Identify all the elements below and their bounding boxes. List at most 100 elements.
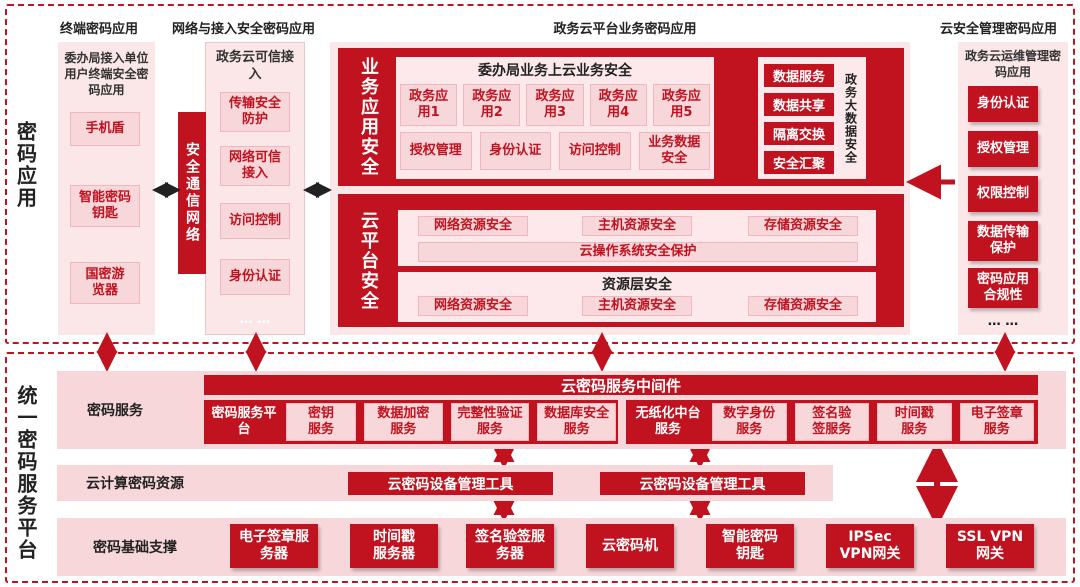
platform-header: 政务云平台业务密码应用 — [553, 22, 697, 37]
bigdata-item: 隔离交换 — [764, 122, 834, 145]
device-mgmt-tool: 云密码设备管理工具 — [600, 472, 805, 495]
resource-layer-title: 资源层安全 — [602, 277, 672, 293]
biz-security-side-label: 业务应用安全 — [358, 57, 379, 177]
cloud-security-side-label: 云平台安全 — [358, 210, 379, 311]
secure-channel-bar: 安全通信网络 — [178, 112, 206, 274]
mgmt-item: 数据传输保护 — [968, 221, 1038, 261]
service-item-label: 数字身份服务 — [723, 406, 776, 437]
support-item: SSL VPN网关 — [946, 524, 1034, 568]
support-item: 智能密码钥匙 — [706, 524, 794, 568]
mgmt-item: 身份认证 — [968, 86, 1038, 122]
network-title-text: 政务云可信接入 — [215, 50, 294, 82]
support-item-label: 云密码机 — [602, 538, 658, 554]
service-item: 数据加密服务 — [364, 403, 443, 441]
support-item-label: 智能密码钥匙 — [722, 529, 778, 562]
terminal-item: 国密游览器 — [70, 262, 140, 304]
biz-item-label: 访问控制 — [568, 143, 621, 158]
network-item: 访问控制 — [220, 203, 290, 239]
service-item-label: 电子签章服务 — [970, 406, 1023, 437]
network-item: 传输安全防护 — [220, 92, 290, 132]
crypto-application-side-label: 密码应用 — [12, 100, 40, 230]
terminal-item-label: 智能密码钥匙 — [79, 190, 132, 221]
support-item: 签名验签服务器 — [466, 524, 554, 568]
crypto-resource-label: 云计算密码资源 — [86, 476, 184, 492]
cloud-resource-item: 存储资源安全 — [748, 216, 858, 236]
resource-layer-item: 存储资源安全 — [748, 296, 858, 316]
crypto-support-label: 密码基础支撑 — [93, 540, 177, 556]
resource-layer-label: 网络资源安全 — [433, 298, 512, 313]
network-header: 网络与接入安全密码应用 — [172, 22, 316, 37]
cloud-security-side: 云平台安全 — [348, 198, 388, 323]
cloud-resource-item: 主机资源安全 — [582, 216, 692, 236]
service-item: 密钥服务 — [286, 403, 356, 441]
network-item-label: 传输安全防护 — [228, 96, 281, 127]
terminal-item: 手机盾 — [70, 112, 140, 146]
service-item-label: 数据加密服务 — [377, 406, 430, 437]
bigdata-item: 数据共享 — [764, 93, 834, 116]
network-title: 政务云可信接入 — [207, 46, 303, 86]
unified-crypto-platform-frame — [5, 352, 1075, 583]
resource-layer-label: 主机资源安全 — [597, 298, 676, 313]
middleware-bar: 云密码服务中间件 — [204, 375, 1038, 395]
bigdata-label: 政务大数据安全 — [838, 60, 864, 176]
resource-layer-item: 网络资源安全 — [418, 296, 528, 316]
mgmt-title: 政务云运维管理密码应用 — [960, 46, 1066, 82]
network-item-label: 网络可信接入 — [228, 150, 281, 181]
service-group-1-items: 密钥服务 数据加密服务 完整性验证服务 数据库安全服务 — [286, 403, 617, 441]
biz-item-label: 业务数据安全 — [648, 135, 701, 166]
resource-layer-label: 存储资源安全 — [763, 298, 842, 313]
biz-item: 身份认证 — [479, 132, 551, 170]
biz-item-label: 身份认证 — [489, 143, 542, 158]
cloud-resource-label: 网络资源安全 — [433, 218, 512, 233]
mgmt-header: 云安全管理密码应用 — [940, 22, 1058, 37]
network-item-label: 访问控制 — [228, 213, 281, 228]
service-item: 电子签章服务 — [959, 403, 1034, 441]
service-platform: 密码服务平台 — [206, 402, 282, 442]
gov-app-label: 政务应用4 — [598, 89, 638, 120]
biz-item: 授权管理 — [400, 132, 472, 170]
bigdata-items: 数据服务 数据共享 隔离交换 安全汇聚 — [764, 64, 834, 174]
terminal-item: 智能密码钥匙 — [70, 185, 140, 227]
mgmt-item-label: 数据传输保护 — [976, 225, 1029, 256]
secure-channel-label: 安全通信网络 — [184, 142, 200, 244]
mgmt-more: … … — [987, 313, 1019, 329]
mgmt-item: 授权管理 — [968, 131, 1038, 167]
gov-app-label: 政务应用1 — [409, 89, 449, 120]
support-item-label: 时间戳服务器 — [373, 529, 415, 562]
gov-app: 政务应用5 — [652, 84, 711, 126]
biz-item-label: 授权管理 — [409, 143, 462, 158]
gov-app: 政务应用4 — [589, 84, 647, 126]
bigdata-label-text: 政务大数据安全 — [843, 72, 858, 164]
support-item: 时间戳服务器 — [350, 524, 438, 568]
cloud-os-item: 云操作系统安全保护 — [418, 242, 858, 262]
support-item: 电子签章服务器 — [230, 524, 318, 568]
paperless-service: 无纸化中台服务 — [628, 402, 708, 442]
service-item: 数据库安全服务 — [537, 403, 617, 441]
service-platform-label: 密码服务平台 — [211, 406, 277, 437]
gov-app-label: 政务应用5 — [661, 89, 701, 120]
cloud-resource-item: 网络资源安全 — [418, 216, 528, 236]
unified-platform-text: 统一密码服务平台 — [14, 384, 38, 561]
mgmt-item-label: 身份认证 — [976, 96, 1029, 111]
network-item-label: 身份认证 — [228, 269, 281, 284]
paperless-service-label: 无纸化中台服务 — [635, 406, 701, 437]
bigdata-item: 数据服务 — [764, 64, 834, 87]
service-item: 完整性验证服务 — [450, 403, 530, 441]
mgmt-item: 权限控制 — [968, 176, 1038, 212]
service-item-label: 完整性验证服务 — [457, 406, 523, 437]
cloud-resource-label: 主机资源安全 — [597, 218, 676, 233]
terminal-header: 终端密码应用 — [60, 22, 139, 37]
network-more: … … — [239, 311, 271, 327]
mgmt-title-text: 政务云运维管理密码应用 — [965, 49, 1062, 79]
terminal-item-label: 国密游览器 — [85, 267, 125, 298]
gov-app-label: 政务应用3 — [535, 89, 575, 120]
mgmt-item-label: 授权管理 — [976, 141, 1029, 156]
biz-security-side: 业务应用安全 — [348, 52, 388, 182]
gov-app: 政务应用2 — [463, 84, 521, 126]
support-item-label: IPSec VPN网关 — [839, 529, 901, 562]
service-item: 数字身份服务 — [712, 403, 787, 441]
network-item: 网络可信接入 — [220, 146, 290, 186]
support-item: IPSec VPN网关 — [826, 524, 914, 568]
service-item-label: 密钥服务 — [307, 406, 334, 437]
gov-app: 政务应用3 — [526, 84, 584, 126]
